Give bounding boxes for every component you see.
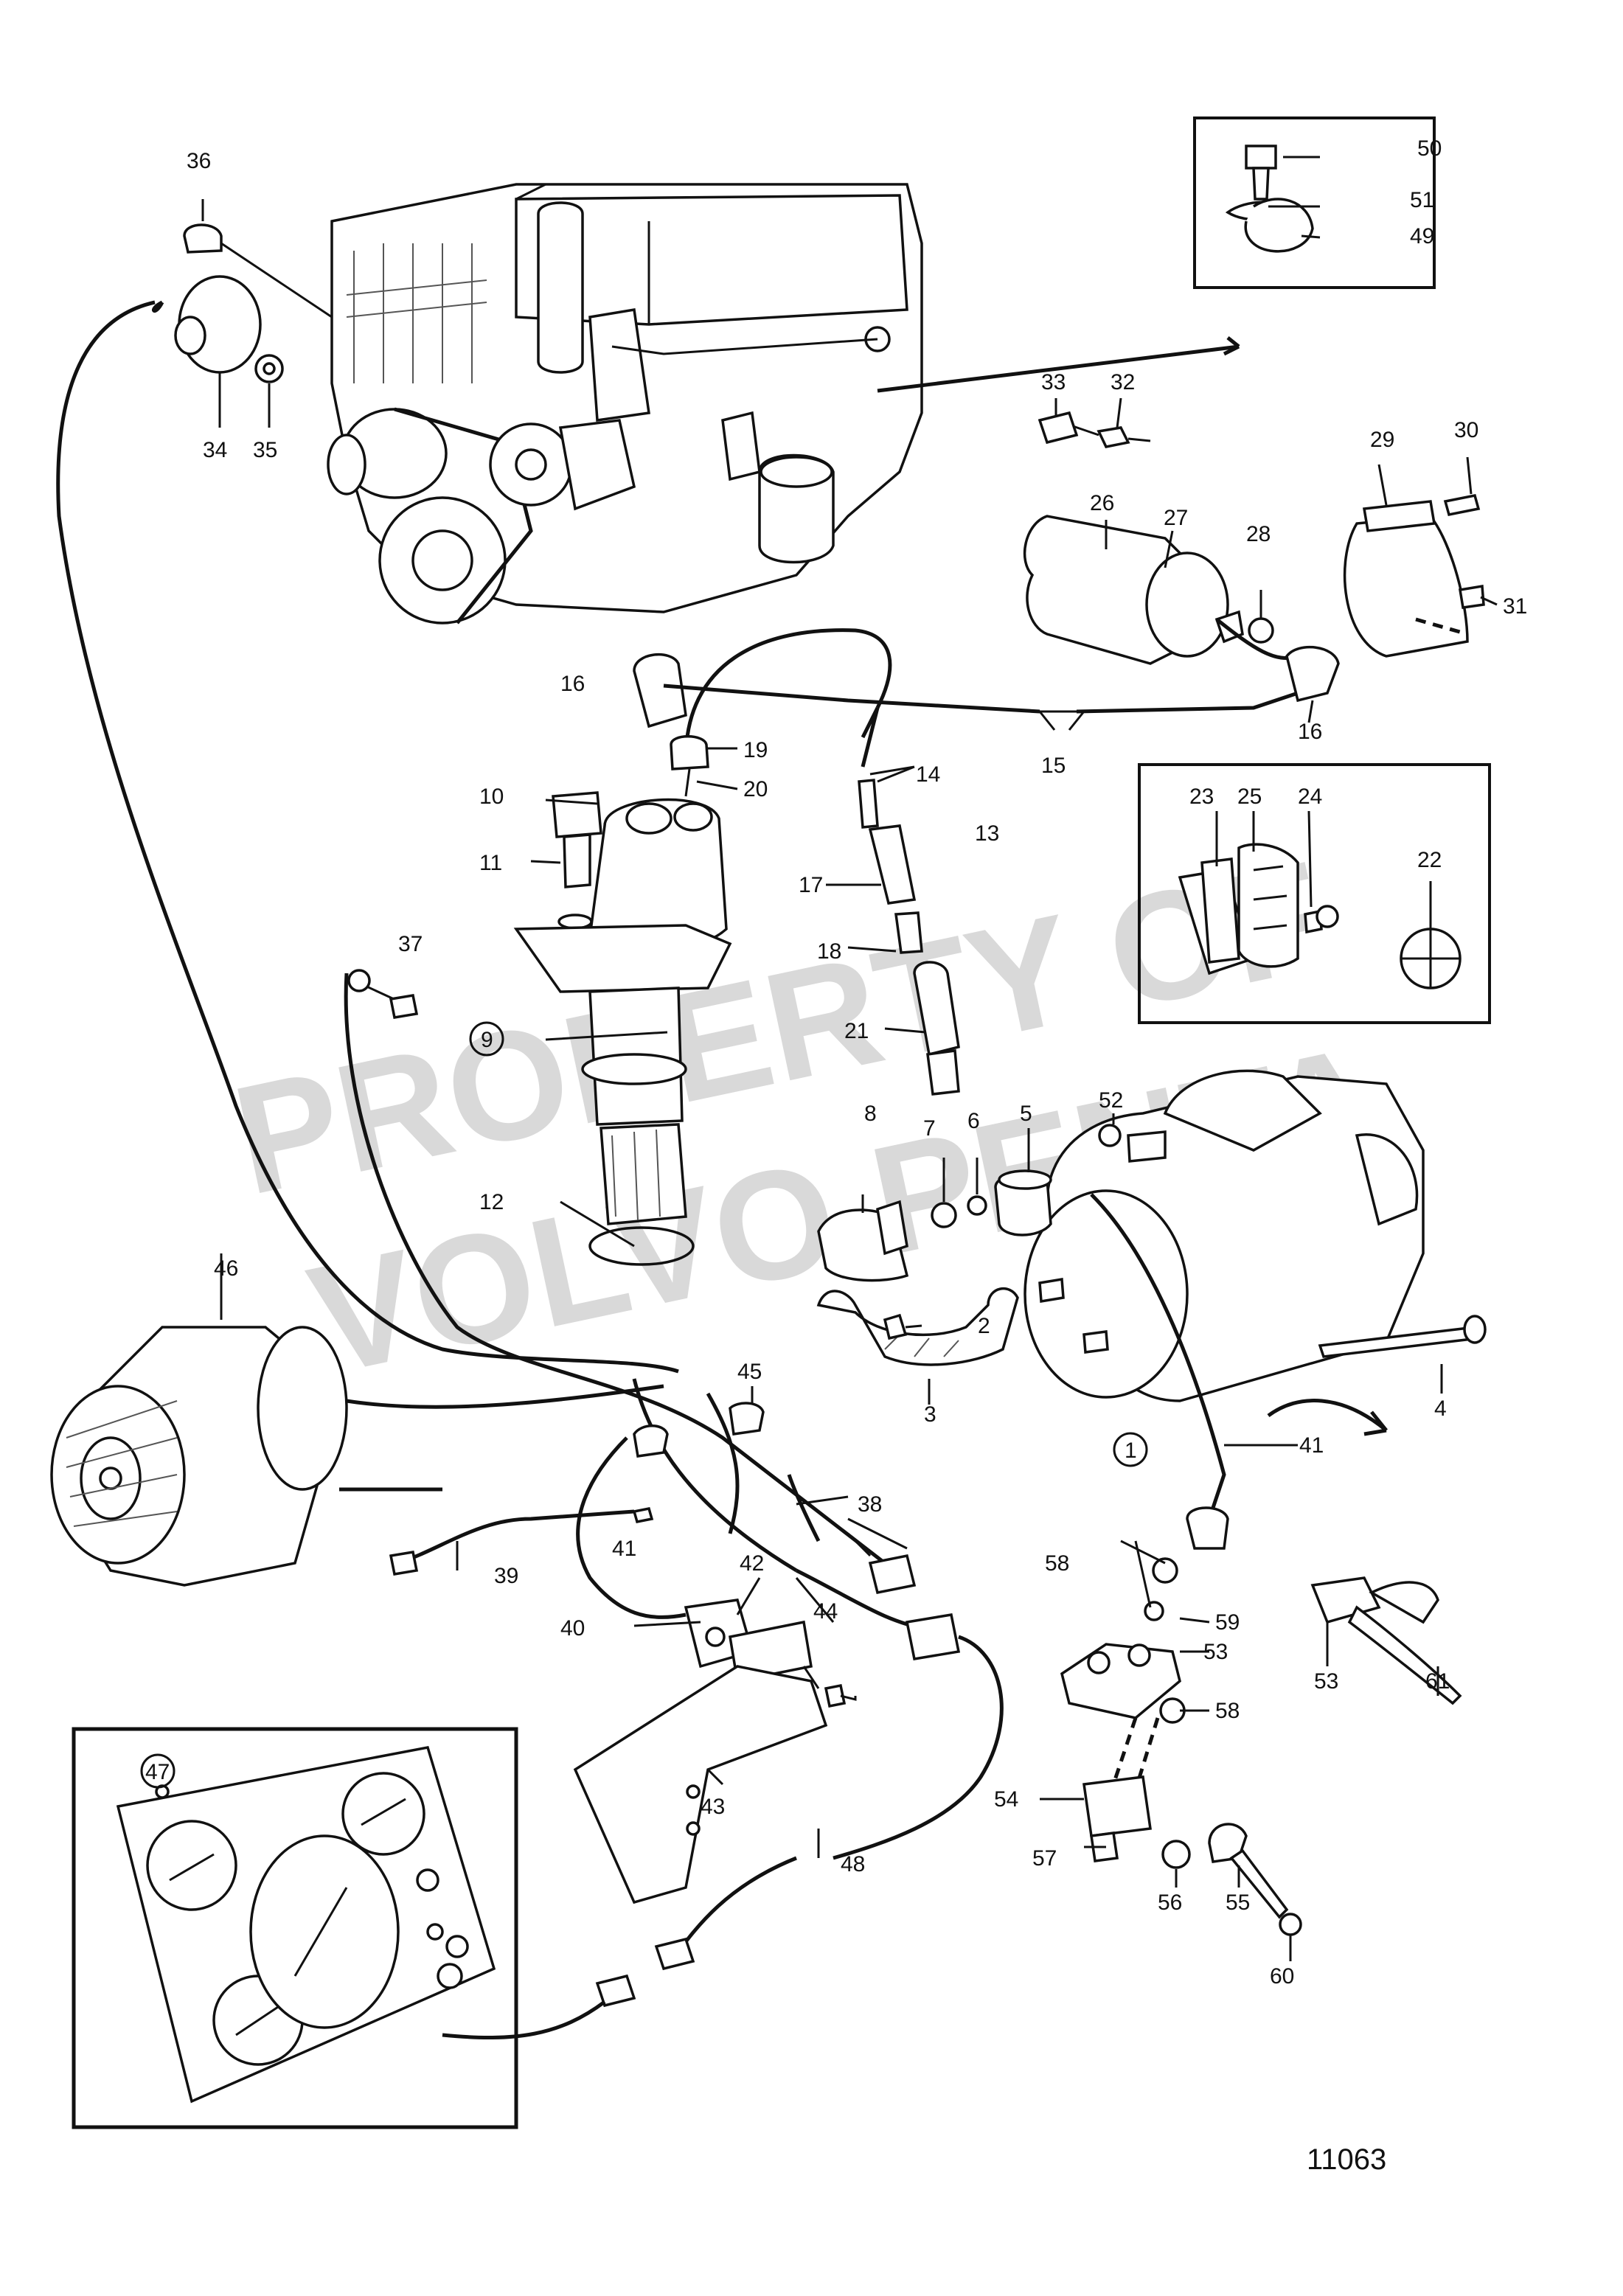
callout-5: 5 [1020, 1102, 1032, 1126]
spark-plug-assembly [826, 707, 960, 1096]
callout-34: 34 [203, 438, 227, 462]
callout-35: 35 [253, 438, 277, 462]
callout-54: 54 [994, 1787, 1018, 1812]
terminal-block-53 [1040, 1540, 1462, 1961]
callout-17: 17 [799, 873, 823, 897]
figure-number: 11063 [1307, 2143, 1386, 2176]
callout-43: 43 [701, 1795, 725, 1819]
callout-53-a: 53 [1203, 1640, 1228, 1664]
callout-8: 8 [864, 1102, 877, 1126]
callout-38: 38 [858, 1492, 882, 1517]
callout-33: 33 [1041, 370, 1066, 394]
callout-59: 59 [1215, 1610, 1240, 1635]
callout-45: 45 [737, 1360, 762, 1384]
callout-28: 28 [1246, 522, 1271, 546]
relay-bracket-42-43 [389, 1424, 857, 1904]
callout-57: 57 [1032, 1846, 1057, 1871]
callout-27: 27 [1164, 506, 1188, 530]
callout-13: 13 [975, 821, 999, 846]
instrument-panel-47 [72, 1727, 518, 2129]
callout-36: 36 [187, 149, 211, 173]
callout-46: 46 [214, 1256, 238, 1281]
callout-3: 3 [924, 1402, 936, 1427]
callout-47-ring [140, 1753, 175, 1789]
callout-10: 10 [479, 785, 504, 809]
callout-11: 11 [479, 851, 502, 875]
sensor-33-32 [1038, 397, 1151, 448]
callout-61: 61 [1425, 1669, 1450, 1694]
callout-6: 6 [967, 1109, 980, 1133]
inset-box-22-25 [1138, 763, 1491, 1024]
callout-60: 60 [1270, 1964, 1294, 1989]
callout-7: 7 [923, 1116, 936, 1141]
callout-39: 39 [494, 1564, 518, 1588]
callout-40: 40 [560, 1616, 585, 1641]
callout-56: 56 [1158, 1890, 1182, 1915]
callout-50: 50 [1417, 136, 1442, 161]
callout-4: 4 [1434, 1396, 1447, 1421]
callout-53-b: 53 [1314, 1669, 1338, 1694]
callout-labels: 50 51 49 36 34 35 33 32 29 30 26 27 28 3… [140, 136, 1527, 1989]
callout-16-b: 16 [1298, 720, 1322, 744]
callout-41-b: 41 [1299, 1433, 1324, 1458]
callout-20: 20 [743, 777, 768, 801]
callout-55: 55 [1226, 1890, 1250, 1915]
callout-22: 22 [1417, 848, 1442, 872]
callout-1: 1 [1125, 1439, 1137, 1463]
callout-21: 21 [844, 1019, 869, 1043]
callout-29: 29 [1370, 428, 1394, 452]
wiring-harness [56, 300, 1004, 2040]
callout-37: 37 [398, 932, 423, 956]
callout-9: 9 [481, 1028, 493, 1052]
callout-41-a: 41 [612, 1537, 636, 1561]
callout-23: 23 [1189, 785, 1214, 809]
callout-25: 25 [1237, 785, 1262, 809]
callout-42: 42 [740, 1551, 764, 1576]
callout-58-b: 58 [1215, 1699, 1240, 1723]
callout-9-ring [469, 1021, 504, 1057]
callout-16-a: 16 [560, 672, 585, 696]
callout-52: 52 [1099, 1088, 1123, 1113]
parts-34-36 [174, 199, 333, 428]
starter-motor-1 [1024, 1069, 1487, 1402]
callout-24: 24 [1298, 785, 1322, 809]
callout-18: 18 [817, 939, 841, 964]
callout-47: 47 [145, 1760, 170, 1784]
distributor-9 [339, 628, 892, 1492]
coil-bracket-29 [1343, 456, 1498, 658]
ignition-leads-15-16 [633, 646, 1340, 731]
callout-1-ring [1113, 1432, 1148, 1467]
callout-2: 2 [978, 1314, 990, 1338]
callout-26: 26 [1090, 491, 1114, 515]
cable-41 [1090, 1193, 1388, 1550]
callout-32: 32 [1111, 370, 1135, 394]
callout-31: 31 [1503, 594, 1527, 619]
callout-30: 30 [1454, 418, 1478, 442]
alternator-46 [50, 1253, 348, 1587]
callout-51: 51 [1410, 188, 1434, 212]
callout-15: 15 [1041, 754, 1066, 778]
inset-box-clamp-49-51 [1193, 116, 1436, 289]
engine-block-illustration [327, 183, 1240, 625]
callout-14: 14 [916, 762, 940, 787]
callout-48: 48 [841, 1852, 865, 1876]
callout-58-a: 58 [1045, 1551, 1069, 1576]
callout-12: 12 [479, 1190, 504, 1214]
callout-49: 49 [1410, 224, 1434, 248]
callout-19: 19 [743, 738, 768, 762]
ignition-coil-26 [1023, 515, 1299, 665]
starter-fittings-2-8 [816, 1128, 1052, 1405]
callout-44: 44 [813, 1599, 838, 1624]
